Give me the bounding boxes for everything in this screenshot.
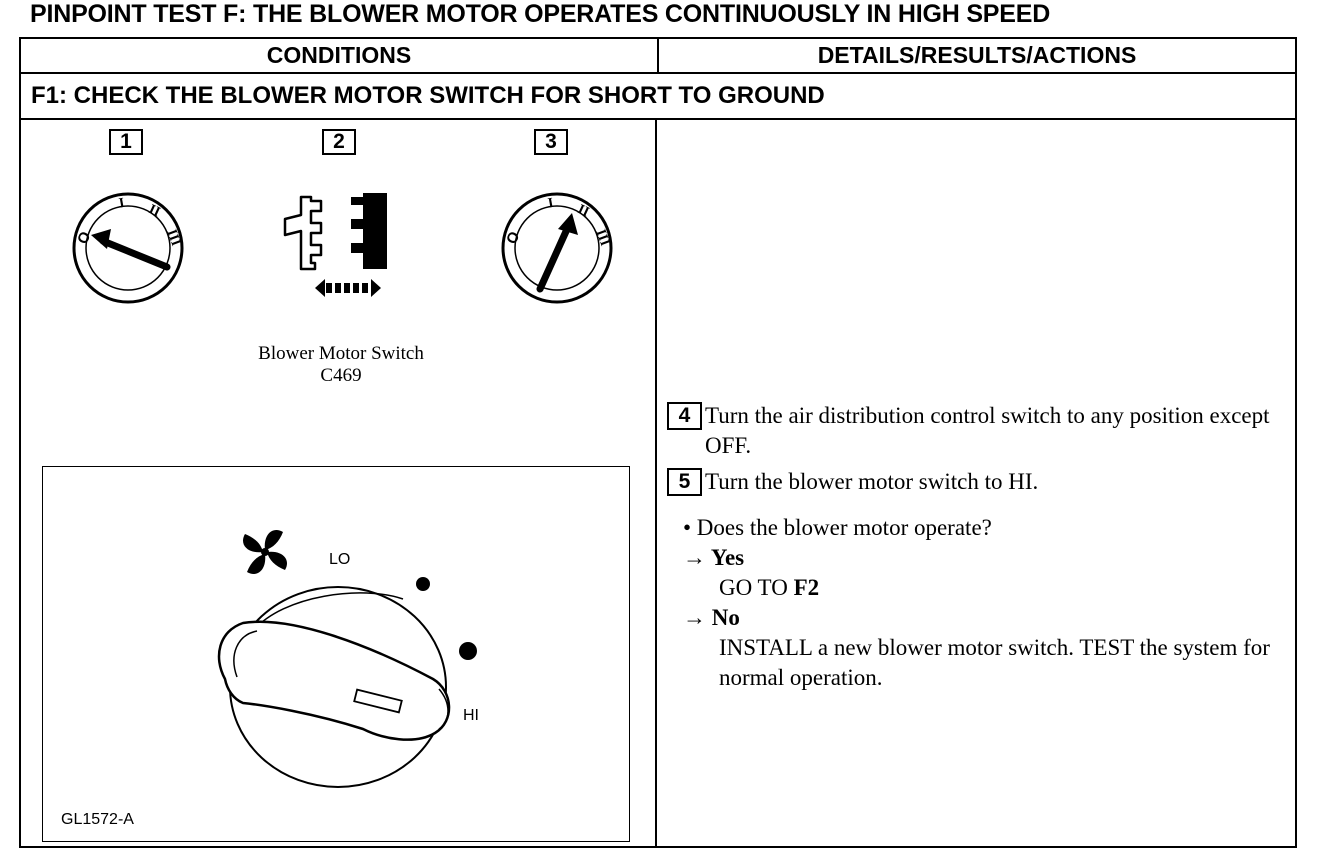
- connector-icon: [283, 193, 387, 297]
- dial-mark-2: II: [575, 202, 591, 220]
- no-label: No: [711, 605, 740, 630]
- dial-mark-3: III: [593, 228, 613, 249]
- step-number-4: 4: [667, 402, 702, 430]
- section-title: F1: CHECK THE BLOWER MOTOR SWITCH FOR SH…: [31, 82, 825, 109]
- step-number-5: 5: [667, 468, 702, 496]
- figure-number-3: 3: [534, 129, 568, 155]
- yes-action-prefix: GO TO: [719, 575, 794, 600]
- blower-switch-illustration: LO HI GL1572-A: [42, 466, 630, 842]
- pinpoint-test-table: CONDITIONS DETAILS/RESULTS/ACTIONS F1: C…: [19, 37, 1297, 848]
- dial-mark-1: I: [118, 196, 126, 212]
- blower-knob-icon: [217, 530, 477, 788]
- yes-label: Yes: [710, 545, 745, 570]
- fan-icon: [243, 530, 287, 574]
- high-speed-label: HI: [463, 707, 479, 724]
- step-5: 5 Turn the blower motor switch to HI.: [667, 467, 1287, 497]
- step-5-text: Turn the blower motor switch to HI.: [705, 469, 1039, 494]
- arrow-icon: →: [683, 605, 706, 630]
- figure-number-2: 2: [322, 129, 356, 155]
- switch-high-icon: O I II III: [501, 192, 613, 304]
- header-column-divider: [657, 39, 659, 74]
- question-text: • Does the blower motor operate?: [683, 515, 992, 540]
- illustration-id: GL1572-A: [61, 811, 134, 828]
- figure-caption-name: Blower Motor Switch: [258, 343, 424, 364]
- step-4: 4 Turn the air distribution control swit…: [667, 401, 1287, 461]
- page-title: PINPOINT TEST F: THE BLOWER MOTOR OPERAT…: [30, 0, 1051, 28]
- no-branch: → No: [667, 603, 1287, 633]
- dial-mark-1: I: [547, 196, 555, 212]
- figure-caption: Blower Motor Switch C469: [201, 343, 481, 387]
- no-action: INSTALL a new blower motor switch. TEST …: [719, 635, 1270, 690]
- details-header: DETAILS/RESULTS/ACTIONS: [817, 42, 1137, 68]
- yes-action: GO TO F2: [667, 573, 1287, 603]
- conditions-header: CONDITIONS: [266, 42, 412, 68]
- dial-mark-2: II: [146, 202, 162, 220]
- dial-mark-3: III: [164, 228, 184, 249]
- details-column: 4 Turn the air distribution control swit…: [667, 401, 1287, 693]
- arrow-icon: →: [683, 545, 706, 570]
- switch-off-icon: O I II III: [72, 192, 184, 304]
- yes-action-target: F2: [793, 575, 820, 600]
- figure-number-1: 1: [109, 129, 143, 155]
- yes-branch: → Yes: [667, 543, 1287, 573]
- body-column-divider: [655, 119, 657, 848]
- figure-caption-connector: C469: [320, 365, 362, 386]
- section-divider: [21, 118, 1295, 120]
- low-speed-label: LO: [329, 551, 351, 568]
- step-4-text: Turn the air distribution control switch…: [705, 403, 1270, 458]
